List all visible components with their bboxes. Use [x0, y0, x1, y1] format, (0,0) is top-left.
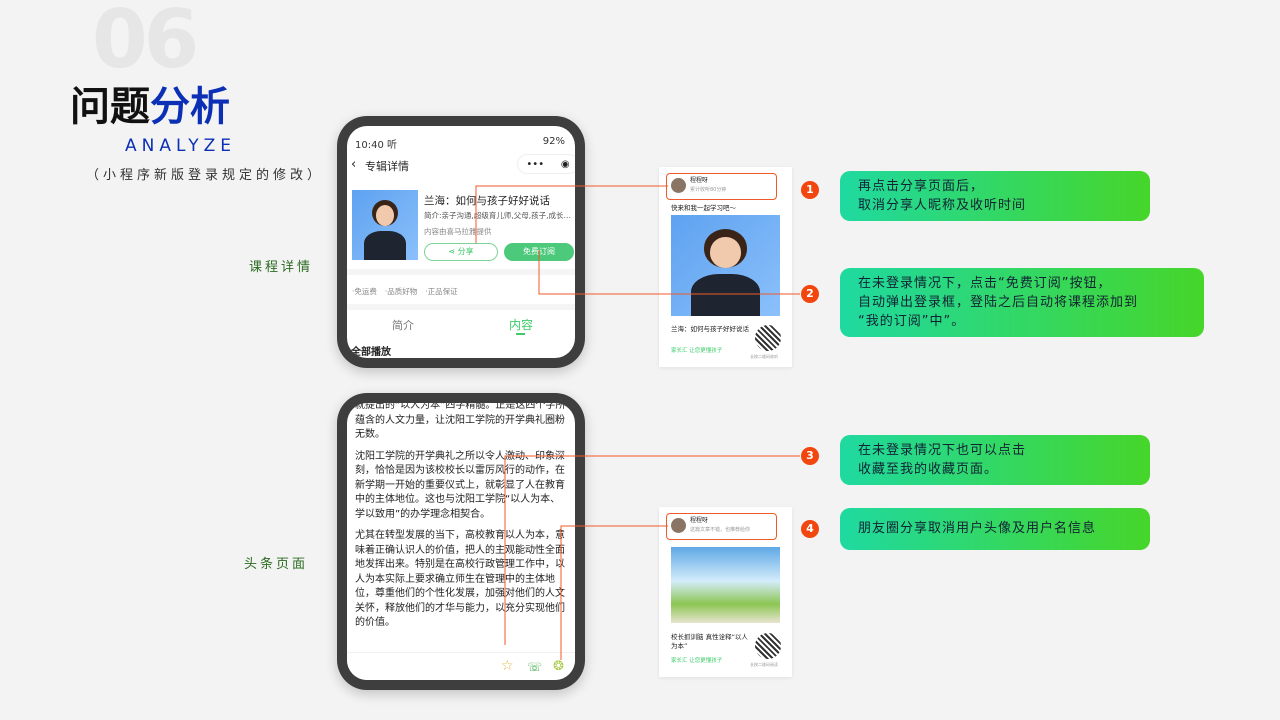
favorite-star-icon[interactable]: ☆ [501, 658, 514, 674]
moments-share-icon[interactable]: ❂ [553, 659, 564, 674]
section-number: 06 [92, 0, 199, 86]
callout-1: 再点击分享页面后， 取消分享人昵称及收听时间 [840, 171, 1150, 221]
poster-invite: 快来和我一起学习吧～ [671, 204, 736, 212]
poster-meta: 这篇文章不错，也推荐给你 [690, 527, 751, 533]
poster-slogan: 家长汇 让您更懂孩子 [671, 348, 723, 354]
tab-content[interactable]: 内容 [509, 318, 534, 332]
phone-article: 就提出的“以人为本”四字精髓。正是这四个字所蕴含的人文力量，让沈阳工学院的开学典… [337, 393, 585, 690]
poster-course-title: 兰海：如何与孩子好好说话 [671, 325, 749, 333]
connector-3 [504, 455, 800, 645]
service-tags: ·免运费·品质好物·正品保证 [352, 287, 458, 296]
share-button[interactable]: ⋖ 分享 [424, 243, 498, 261]
poster-slogan: 家长汇 让您更懂孩子 [671, 658, 723, 664]
play-all[interactable]: 全部播放 [351, 347, 391, 358]
connector-4 [560, 525, 668, 660]
article-body: 就提出的“以人为本”四字精髓。正是这四个字所蕴含的人文力量，让沈阳工学院的开学典… [355, 403, 569, 638]
share-poster-course: 程程呀 累计收听80分钟 快来和我一起学习吧～ 兰海：如何与孩子好好说话 家长汇… [659, 167, 792, 367]
callout-number-2: 2 [801, 285, 819, 303]
status-battery: 92% [542, 136, 565, 147]
connector-1 [475, 185, 668, 243]
back-icon[interactable]: ‹ [351, 157, 357, 172]
course-provider: 内容由喜马拉雅提供 [424, 227, 492, 236]
user-avatar [671, 178, 686, 193]
wechat-share-icon[interactable]: ☏ [527, 660, 543, 674]
share-poster-article: 程程呀 这篇文章不错，也推荐给你 校长抓训脑 真性诠释“以人为本” 家长汇 让您… [659, 507, 792, 677]
poster-meta: 累计收听80分钟 [690, 187, 727, 193]
more-icon[interactable]: ••• [526, 158, 545, 170]
qr-hint: 长按二维码阅读 [750, 662, 778, 667]
course-cover [352, 190, 418, 260]
share-icon: ⋖ [448, 247, 458, 256]
callout-number-1: 1 [801, 181, 819, 199]
status-time: 10:40 听 [355, 140, 398, 151]
phone-course-detail: 10:40 听 92% ‹ 专辑详情 ••• ◉ 兰海：如何与孩子好好说话 简介:… [337, 116, 585, 368]
course-title: 兰海：如何与孩子好好说话 [424, 195, 550, 207]
capsule-menu[interactable]: ••• ◉ [517, 154, 575, 174]
callout-number-3: 3 [801, 447, 819, 465]
page-title: 问题分析 [70, 84, 230, 130]
article-paragraph: 就提出的“以人为本”四字精髓。正是这四个字所蕴含的人文力量，让沈阳工学院的开学典… [355, 403, 566, 440]
user-avatar [671, 518, 686, 533]
qr-code [755, 633, 781, 659]
section-label-course: 课程详情 [249, 260, 314, 275]
connector-2 [538, 250, 800, 295]
callout-4: 朋友圈分享取消用户头像及用户名信息 [840, 508, 1150, 550]
article-paragraph: 尤其在转型发展的当下，高校教育以人为本，意味着正确认识人的价值，把人的主观能动性… [355, 530, 565, 628]
poster-article-title: 校长抓训脑 真性诠释“以人为本” [671, 633, 748, 650]
title-blue: 分析 [150, 84, 230, 130]
qr-code [755, 325, 781, 351]
course-intro: 简介:亲子沟通,超级育儿师,父母,孩子,成长… [424, 211, 572, 220]
tab-intro[interactable]: 简介 [392, 319, 414, 332]
callout-number-4: 4 [801, 520, 819, 538]
close-target-icon[interactable]: ◉ [560, 158, 570, 170]
article-paragraph: 沈阳工学院的开学典礼之所以令人激动、印象深刻，恰恰是因为该校校长以雷厉风行的动作… [355, 450, 565, 520]
qr-hint: 长按二维码收听 [750, 354, 778, 359]
page-subtitle: ANALYZE [125, 136, 236, 156]
section-label-article: 头条页面 [244, 557, 309, 572]
poster-username: 程程呀 [690, 517, 709, 524]
nav-title: 专辑详情 [365, 160, 409, 173]
poster-image [671, 215, 780, 316]
poster-illustration [671, 547, 780, 623]
callout-2: 在未登录情况下，点击“免费订阅”按钮， 自动弹出登录框，登陆之后自动将课程添加到… [840, 268, 1204, 337]
callout-3: 在未登录情况下也可以点击 收藏至我的收藏页面。 [840, 435, 1150, 485]
page-note: （小程序新版登录规定的修改） [86, 168, 325, 183]
title-black: 问题 [70, 84, 150, 130]
poster-username: 程程呀 [690, 177, 709, 184]
